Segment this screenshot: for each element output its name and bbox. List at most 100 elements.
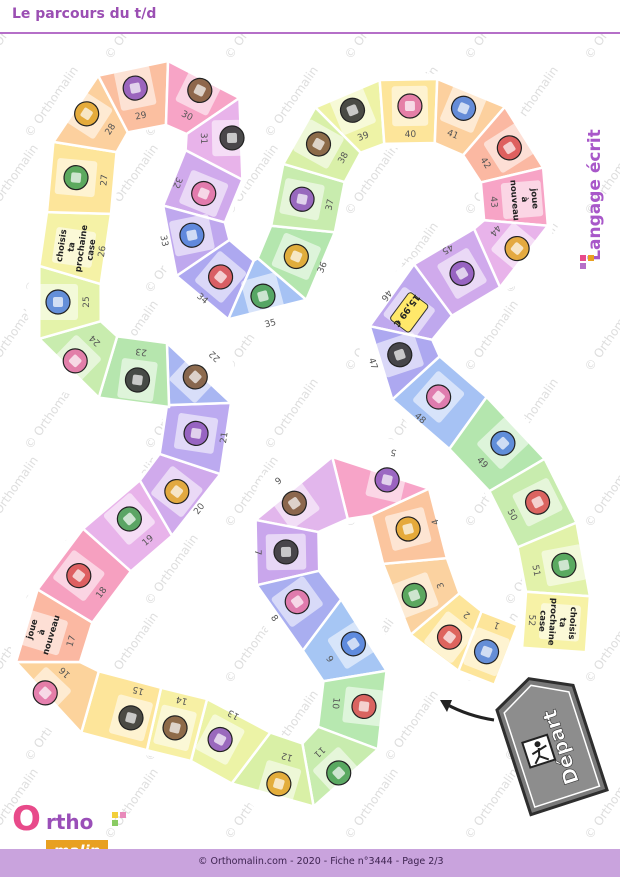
mat-icon [436,624,463,650]
header-divider [0,32,620,34]
square-number: 31 [198,133,208,145]
plate-icon [266,771,292,797]
page-title: Le parcours du t/d [12,6,157,22]
board-square-9: 9 [301,598,388,683]
watermark-text: © Orthomalin [582,298,620,374]
square-number: 1 [493,619,502,630]
tube-icon [182,364,208,390]
board-square-24: 24 [37,319,119,399]
square-number: 17 [65,634,78,648]
board-square-25: 25 [37,264,103,341]
board-square-2: 2 [409,592,483,673]
board-square-34: 34 [175,238,256,321]
shopper-icon [496,135,522,161]
watermark-text: © Orthomalin [0,454,41,530]
rope-icon [387,342,413,368]
square-text: choisistaprochainecase [535,597,578,648]
square-number: 51 [529,564,541,577]
calendar-icon [395,516,421,542]
board-square-36: 36 [256,224,337,302]
present-icon [401,582,427,609]
artichoke-icon [162,715,188,741]
square-number: 14 [175,693,189,705]
start-square: Départ [495,677,609,817]
square-number: 7 [252,550,262,556]
salad-icon [219,125,245,151]
board-square-7: 7 [252,518,321,587]
square-number: 6 [272,474,283,486]
board-square-44: 44 [472,218,550,289]
square-number: 41 [445,128,459,142]
square-number: 2 [462,608,473,619]
watermark-text: © Orthomalin [262,376,321,452]
square-number: 8 [268,613,280,624]
square-number: 25 [82,296,92,307]
toothpaste-icon [183,420,209,447]
dynamite-icon [284,589,310,615]
board-track: 1234567891011121314151617joueànouveau181… [11,55,597,817]
square-number: 39 [356,130,371,144]
board-square-15: 15 [79,669,163,752]
watermark-text: © Orthomalin [0,34,41,62]
square-number: 10 [330,697,341,710]
watermark-text: © Orthomalin [462,298,521,374]
board-square-47: 47 [366,324,441,401]
square-number: 33 [157,234,169,247]
board-square-6: 6 [254,455,350,534]
belt-icon [490,430,516,456]
dolphin-icon [305,131,332,157]
subject-label-box: Langage écrit [578,115,612,275]
direction-arrow-icon [440,700,495,722]
subject-label: Langage écrit [585,129,605,261]
square-number: 3 [436,581,447,590]
square-number: 32 [170,175,184,189]
boat-icon [450,95,477,121]
watermark-text: © Orthomalin [222,34,281,62]
board-square-8: 8 [255,569,343,652]
lasso-icon [207,264,234,290]
dvd-icon [504,235,530,262]
square-number: 23 [135,346,148,357]
square-number: 12 [280,750,294,763]
square-number: 52 [526,614,537,626]
board-square-50: 50 [488,457,578,549]
basket-icon [449,260,475,287]
board-square-48: 48 [391,355,488,451]
pricetag-icon [390,292,429,333]
board-square-45: 45 [412,227,502,317]
suitcase-icon [273,539,299,565]
square-number: 27 [99,174,110,186]
stool-icon [289,186,315,212]
tooth-icon [207,726,233,753]
board-square-49: 49 [448,395,546,493]
board-square-3: 3 [381,556,461,636]
watermark-text: © Orthomalin [462,34,521,62]
picture-icon [63,165,89,191]
watermark-text: © Orthomalin [582,454,620,530]
wand-icon [524,489,551,515]
square-number: 38 [337,151,351,166]
flag-icon [473,639,500,665]
guitar-icon [124,367,151,393]
footer-text: © Orthomalin.com - 2020 - Fiche n°3444 -… [198,856,444,867]
watermark-text: © Orthomalin [0,142,41,218]
board-square-39: 39 [314,78,386,154]
square-number: 9 [323,654,335,664]
watermark-text: © Orthomalin [342,34,401,62]
boot-icon [179,222,205,248]
board-square-20: 20 [138,452,222,537]
board-square-11: 11 [301,725,380,808]
square-text: choisistaprochainecase [54,221,100,274]
square-number: 15 [132,684,146,697]
board-square-40: 40 [378,77,439,146]
runner-icon [521,733,557,769]
board-square-51: 51 [516,521,592,598]
dice-icon [66,563,92,589]
game-board: © Orthomalin © Orthomalin © Orthomalin © O… [0,34,620,842]
rifle-icon [74,101,100,127]
board-square-38: 38 [282,106,362,184]
square-number: 35 [264,318,278,331]
watermark-text: © Orthomalin [462,766,521,842]
